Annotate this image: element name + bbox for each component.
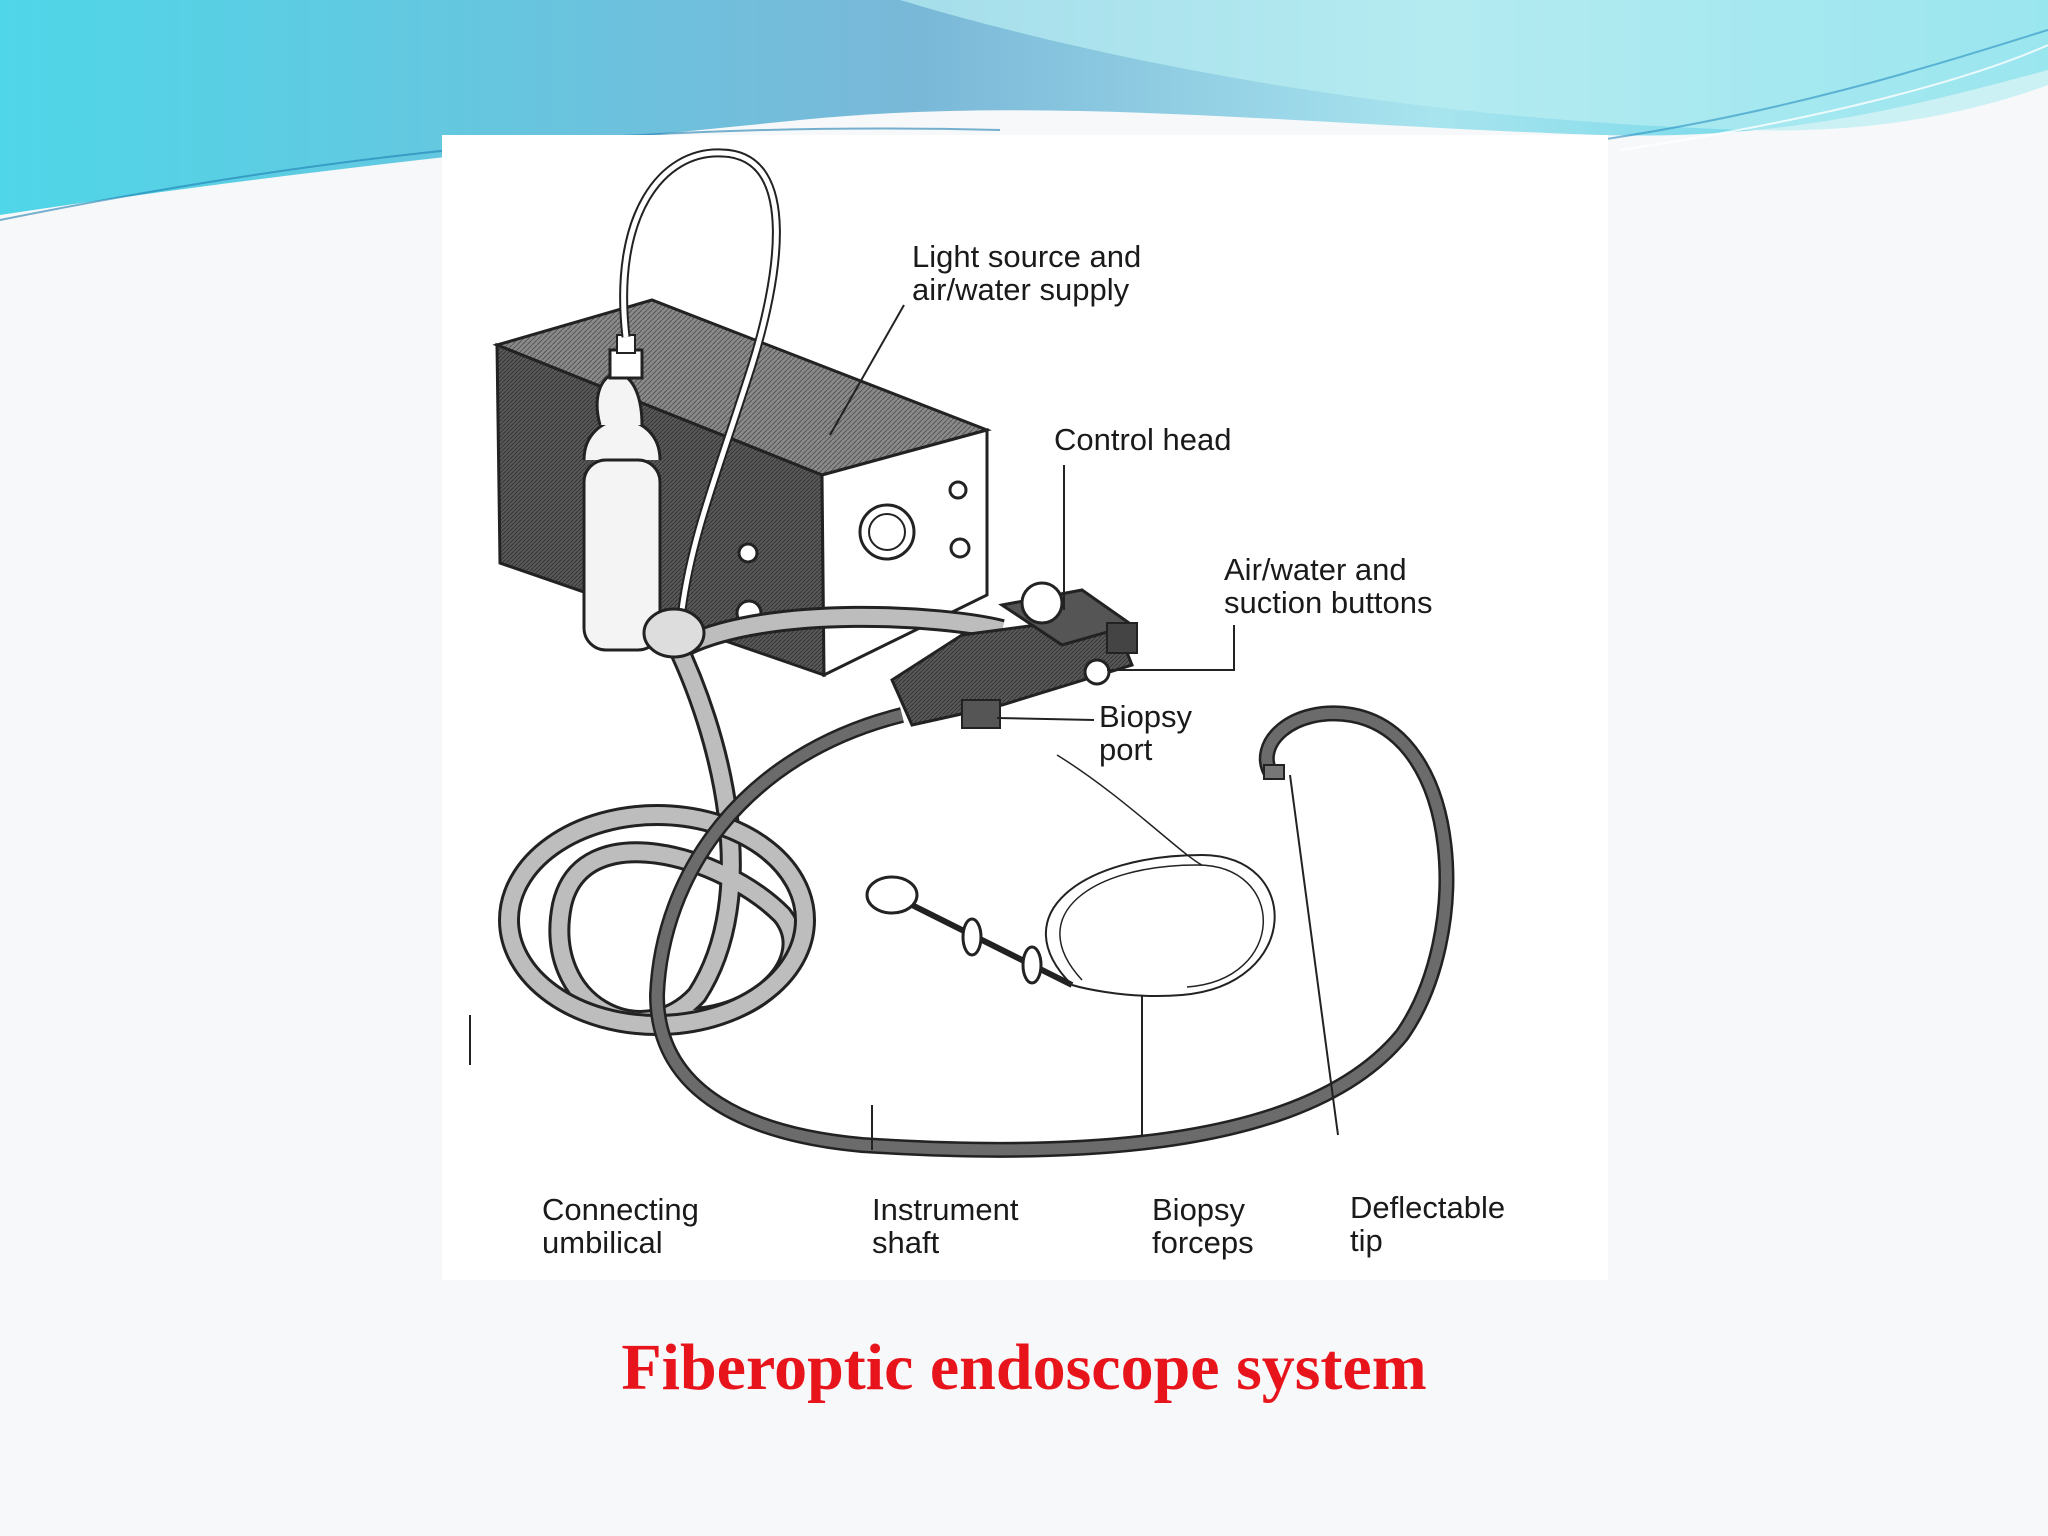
label-light-source: Light source and air/water supply bbox=[912, 239, 1142, 307]
instrument-shaft bbox=[648, 705, 1455, 1158]
endoscope-illustration bbox=[469, 148, 1455, 1158]
biopsy-forceps bbox=[865, 754, 1276, 997]
endoscope-diagram: Light source and air/water supply Contro… bbox=[442, 135, 1608, 1280]
leader-lines bbox=[469, 304, 1339, 1150]
label-air-water-buttons: Air/water and suction buttons bbox=[1224, 552, 1433, 620]
label-instrument-shaft: Instrument shaft bbox=[872, 1192, 1019, 1260]
label-connecting-umbilical: Connecting umbilical bbox=[542, 1192, 699, 1260]
label-deflectable-tip: Deflectable tip bbox=[1350, 1190, 1506, 1258]
slide-title: Fiberoptic endoscope system bbox=[621, 1331, 1427, 1404]
header-wave-decoration bbox=[0, 0, 2048, 221]
label-biopsy-forceps: Biopsy forceps bbox=[1152, 1192, 1254, 1260]
water-bottle bbox=[582, 334, 662, 652]
label-control-head: Control head bbox=[1054, 422, 1232, 457]
label-biopsy-port: Biopsy port bbox=[1099, 699, 1193, 767]
control-head bbox=[890, 581, 1138, 729]
